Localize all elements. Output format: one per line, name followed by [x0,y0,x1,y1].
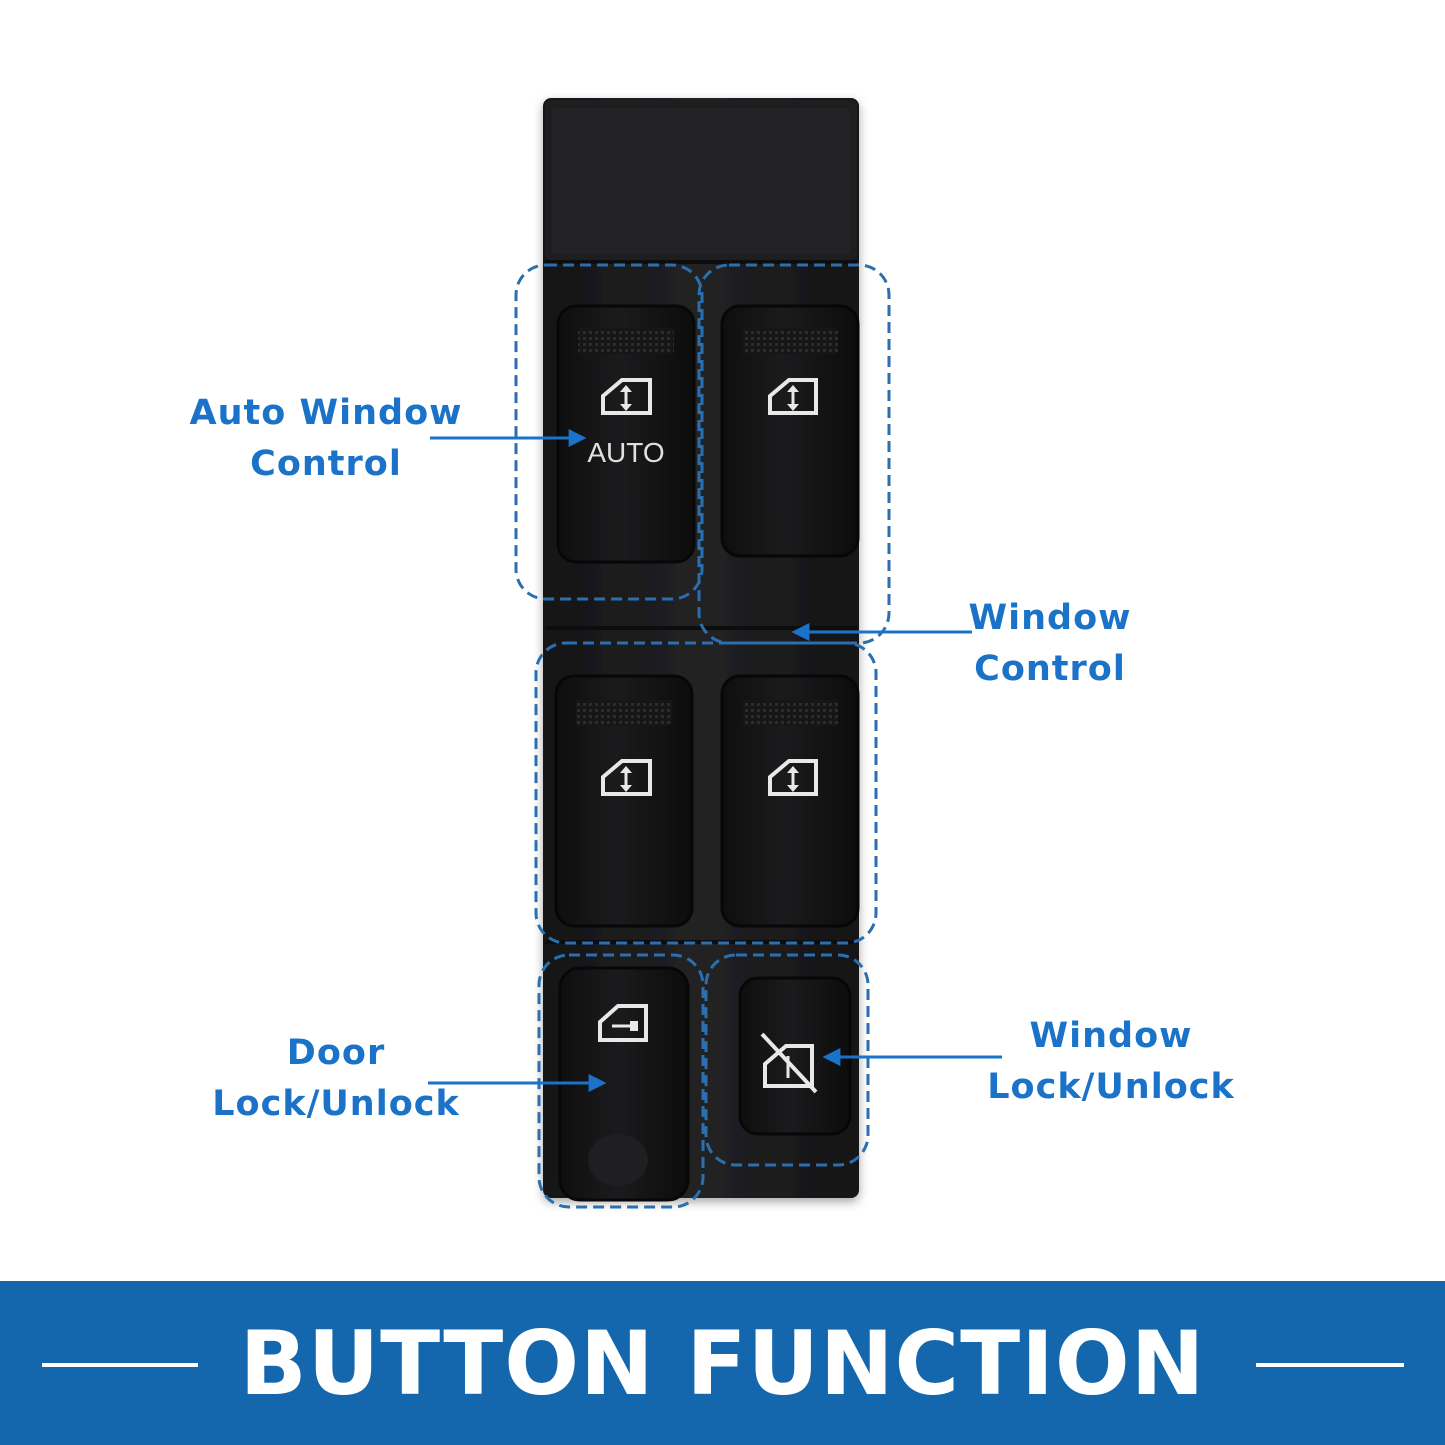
window-switch-rear-right[interactable] [720,674,860,928]
callout-door-lock-line2: Lock/Unlock [212,1084,460,1124]
window-up-down-icon [768,378,818,415]
highlight-auto-window [514,263,704,601]
callout-window-control: Window Control [930,593,1170,695]
window-lock-crossed-icon [760,1032,818,1094]
door-lock-icon [598,1004,648,1042]
callout-door-lock: Door Lock/Unlock [196,1028,476,1130]
window-switch-rear-left[interactable] [554,674,694,928]
callout-window-lock: Window Lock/Unlock [966,1011,1256,1113]
window-up-down-icon [601,759,652,796]
window-up-down-icon [601,378,652,415]
highlight-window-lock [704,953,870,1167]
banner-background [0,1281,1445,1445]
callout-door-lock-line1: Door [286,1033,386,1073]
callout-auto-window-line1: Auto Window [189,393,463,433]
callout-auto-window: Auto Window Control [176,388,476,490]
banner-title: BUTTON FUNCTION [239,1311,1206,1415]
window-switch-front-passenger[interactable] [720,304,860,558]
auto-label: AUTO [587,437,664,468]
callout-arrows [428,429,1002,1092]
highlight-boxes [514,263,891,1209]
window-up-down-icon [768,759,818,796]
callout-window-control-line2: Control [974,649,1126,689]
callout-window-control-line1: Window [968,598,1132,638]
callout-auto-window-line2: Control [250,444,402,484]
highlight-window-control-rear [534,641,878,945]
banner-rule-right [1256,1363,1404,1367]
auto-window-switch[interactable]: AUTO [556,304,696,564]
callout-window-lock-line1: Window [1029,1016,1193,1056]
highlight-door-lock [537,953,705,1209]
banner-rule-left [42,1363,198,1367]
callout-window-lock-line2: Lock/Unlock [987,1067,1235,1107]
